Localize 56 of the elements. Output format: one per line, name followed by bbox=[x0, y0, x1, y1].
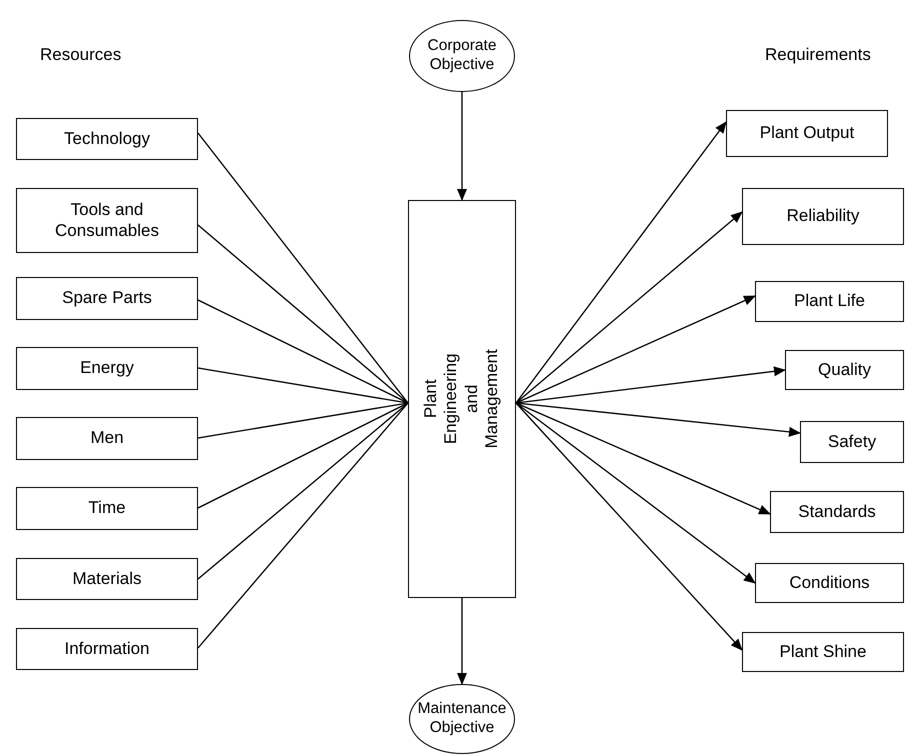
arrow bbox=[457, 92, 467, 201]
node-label: Corporate Objective bbox=[426, 37, 498, 75]
node-label: Safety bbox=[826, 432, 878, 452]
item-box bbox=[770, 491, 904, 533]
node-label: Energy bbox=[79, 358, 135, 379]
node-label: Conditions bbox=[788, 572, 871, 594]
node-label: Plant Engineering and Management bbox=[421, 348, 502, 451]
arrow bbox=[516, 402, 756, 584]
node-label: Maintenance Objective bbox=[416, 700, 508, 738]
node-label: Standards bbox=[797, 502, 877, 522]
node-label: Plant Life bbox=[793, 291, 866, 312]
connector-line bbox=[198, 402, 408, 509]
arrow bbox=[516, 211, 743, 404]
item-box bbox=[16, 558, 198, 600]
item-box bbox=[785, 350, 904, 390]
node-label: Technology bbox=[62, 128, 151, 150]
item-box bbox=[16, 487, 198, 530]
process-box bbox=[408, 200, 516, 598]
item-box bbox=[726, 110, 888, 157]
connector-line bbox=[198, 367, 408, 404]
arrow bbox=[516, 402, 801, 437]
node-label: Information bbox=[63, 638, 151, 660]
item-box bbox=[16, 118, 198, 160]
arrow bbox=[516, 366, 786, 404]
node-label: Plant Shine bbox=[778, 642, 868, 662]
column-heading: Requirements bbox=[765, 45, 871, 65]
arrow bbox=[516, 295, 756, 404]
connector-line bbox=[198, 402, 408, 648]
item-box bbox=[16, 277, 198, 320]
node-label: Spare Parts bbox=[61, 288, 153, 309]
node-label: Reliability bbox=[786, 206, 860, 227]
item-box bbox=[16, 628, 198, 670]
connector-line bbox=[198, 224, 408, 404]
node-label: Quality bbox=[817, 360, 872, 380]
connector-line bbox=[198, 299, 408, 404]
node-label: Men bbox=[89, 428, 125, 449]
column-heading: Resources bbox=[40, 45, 122, 65]
item-box bbox=[16, 347, 198, 390]
item-box bbox=[742, 632, 904, 672]
item-box bbox=[755, 563, 904, 603]
node-label: Materials bbox=[72, 568, 142, 590]
item-box bbox=[755, 281, 904, 322]
connector-line bbox=[197, 132, 409, 404]
node-label: Time bbox=[87, 498, 127, 519]
connector-line bbox=[198, 402, 408, 580]
item-box bbox=[16, 417, 198, 460]
arrow bbox=[515, 121, 727, 404]
node-label: Plant Output bbox=[758, 123, 856, 144]
item-box bbox=[742, 188, 904, 245]
arrow bbox=[457, 598, 467, 685]
arrow bbox=[516, 402, 743, 651]
item-box bbox=[16, 188, 198, 253]
node-label: Tools and Consumables bbox=[54, 200, 160, 241]
connector-line bbox=[198, 402, 408, 439]
arrow bbox=[516, 402, 771, 515]
item-box bbox=[800, 421, 904, 463]
